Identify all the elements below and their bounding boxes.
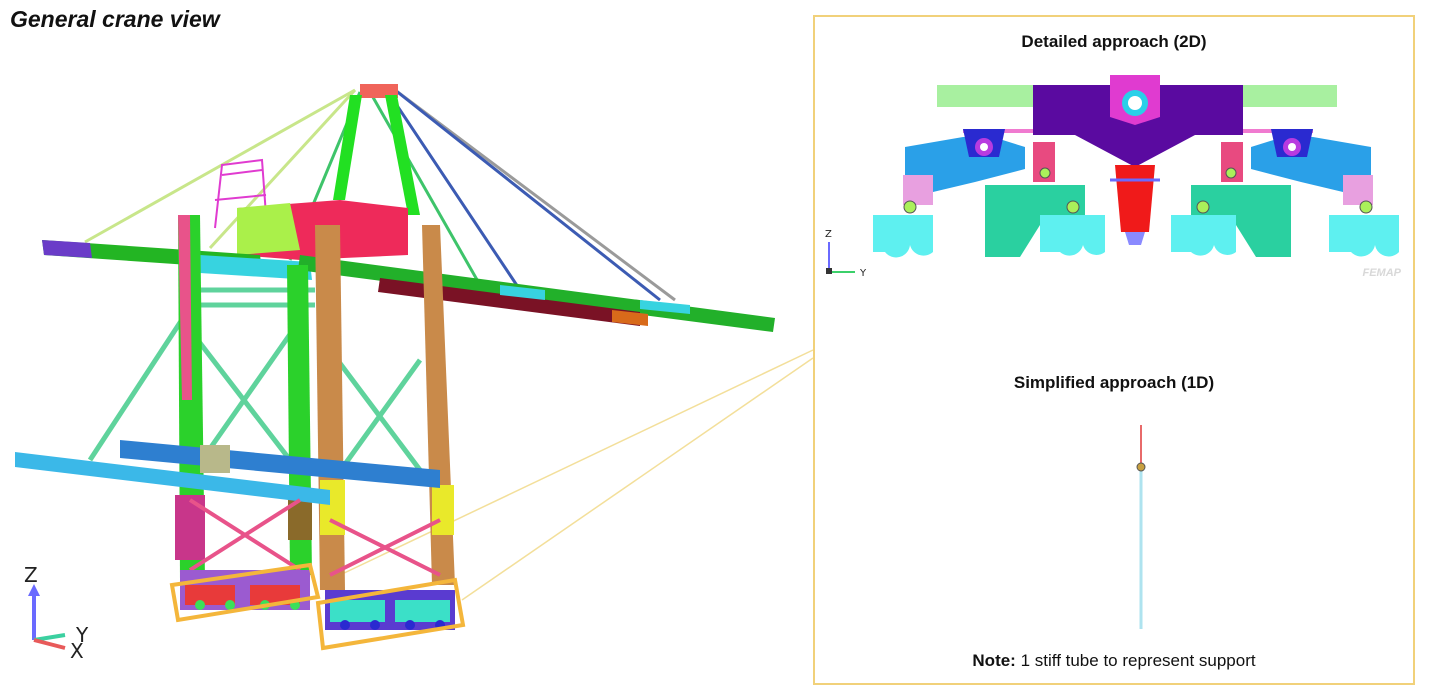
sub-bogie-left-link <box>903 175 933 205</box>
sill-block <box>200 445 230 473</box>
leg-yellow-section-right <box>432 485 454 535</box>
note-body: 1 stiff tube to represent support <box>1020 651 1256 670</box>
equalizer-right <box>1191 185 1291 257</box>
pin-equalizer-left <box>1066 200 1080 214</box>
lower-sill-beam-front <box>15 452 330 505</box>
wheel-blocks <box>873 215 1399 258</box>
callout-leader-lines <box>339 349 814 601</box>
detailed-support-model: Z Y <box>825 75 1399 629</box>
left-axis-label-y: Y <box>75 623 89 647</box>
pin-equalizer-right <box>1196 200 1210 214</box>
panel-axis-label-y: Y <box>859 268 867 279</box>
simplified-approach-title: Simplified approach (1D) <box>1013 373 1215 392</box>
center-yoke <box>1033 85 1243 167</box>
detail-panel: Detailed approach (2D) <box>813 15 1415 685</box>
pin-right-main-hole <box>1288 143 1296 151</box>
pin-left-outer <box>903 200 917 214</box>
main-boom-block <box>612 310 648 326</box>
center-post <box>1115 165 1155 232</box>
a-frame-leg-right <box>385 95 420 215</box>
center-pin-hole <box>1128 96 1142 110</box>
tube-node <box>1136 462 1146 472</box>
page-title: General crane view <box>10 6 220 32</box>
pin-left-main-hole <box>980 143 988 151</box>
pin-left-hanger <box>1039 167 1051 179</box>
landside-leg-left-segment <box>178 215 192 400</box>
panel-axes-triad: Z Y <box>825 229 867 279</box>
equalizer-left <box>985 185 1085 257</box>
left-axis-label-z: Z <box>24 563 38 587</box>
note-text: Note: 1 stiff tube to represent support <box>815 651 1413 671</box>
apex-head <box>360 84 398 98</box>
detailed-approach-title: Detailed approach (2D) <box>1021 32 1207 51</box>
main-boom-rail <box>500 285 545 300</box>
pin-right-hanger <box>1225 167 1237 179</box>
main-boom-trolley-section <box>378 278 640 326</box>
leg-bottom-section-right <box>288 495 312 540</box>
simplified-support-tube <box>1136 425 1146 629</box>
panel-axis-label-z: Z <box>825 229 832 240</box>
waterside-leg-left <box>315 225 345 590</box>
a-frame-leg-left <box>333 95 362 200</box>
support-callout-boxes <box>169 562 466 651</box>
bogie-group-right <box>325 590 455 630</box>
left-axis-label-x: X <box>70 639 84 663</box>
left-axes-triad: Z Y X <box>24 563 89 663</box>
femap-watermark: FEMAP <box>1362 267 1402 279</box>
note-label: Note: <box>972 651 1016 670</box>
back-boom-segment <box>42 240 92 258</box>
main-boom-rail-end <box>640 300 690 314</box>
rear-pink-frame <box>214 158 267 229</box>
center-post-foot <box>1125 232 1145 245</box>
pin-right-outer <box>1359 200 1373 214</box>
bogie-bracing <box>188 498 441 577</box>
back-boom-segment-cyan <box>200 255 312 280</box>
machinery-house-side <box>237 203 300 255</box>
sub-bogie-right-link <box>1343 175 1373 205</box>
